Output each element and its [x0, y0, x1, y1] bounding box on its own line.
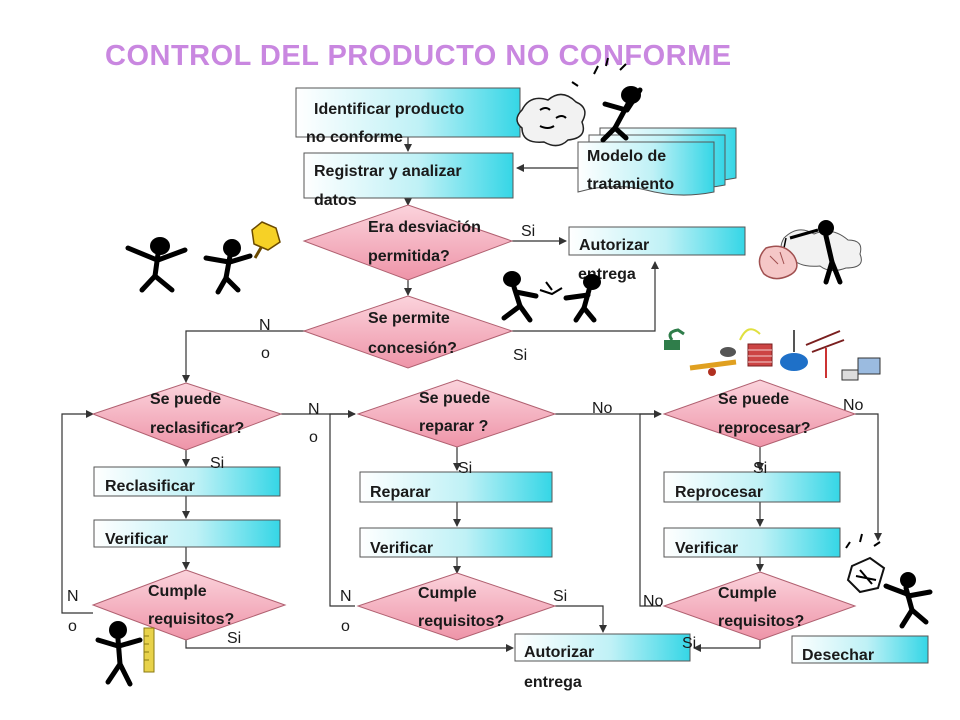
- box-registrar: Registrar y analizar datos: [303, 152, 514, 209]
- svg-text:Autorizar: Autorizar: [524, 644, 594, 661]
- svg-text:Cumple: Cumple: [418, 585, 477, 602]
- svg-text:No: No: [592, 400, 613, 417]
- svg-text:no conforme: no conforme: [306, 129, 403, 146]
- decision-cumple-3: Cumple requisitos?: [662, 571, 857, 641]
- box-verificar-1: Verificar: [93, 519, 281, 548]
- box-modelo-tratamiento: Modelo de tratamiento: [577, 127, 737, 196]
- box-verificar-2: Verificar: [359, 527, 553, 558]
- box-reclasificar: Reclasificar: [93, 466, 281, 497]
- svg-text:reclasificar?: reclasificar?: [150, 420, 244, 437]
- svg-text:o: o: [341, 618, 350, 635]
- svg-text:Se permite: Se permite: [368, 310, 450, 327]
- box-autorizar-bottom: Autorizar entrega: [514, 633, 691, 691]
- decision-reprocesar: Se puede reprocesar?: [662, 379, 857, 448]
- svg-text:Si: Si: [513, 347, 527, 364]
- svg-text:concesión?: concesión?: [368, 340, 457, 357]
- svg-text:No: No: [643, 593, 664, 610]
- decision-cumple-1: Cumple requisitos?: [91, 569, 287, 641]
- svg-text:Si: Si: [227, 630, 241, 647]
- svg-text:entrega: entrega: [524, 674, 582, 691]
- svg-text:Identificar producto: Identificar producto: [314, 101, 464, 118]
- svg-text:o: o: [261, 345, 270, 362]
- decision-desviacion: Era desviación permitida?: [302, 204, 514, 281]
- box-identificar: Identificar producto no conforme: [295, 87, 521, 146]
- connectors: [61, 137, 882, 652]
- svg-text:Cumple: Cumple: [718, 585, 777, 602]
- discard-figure-clipart: [845, 533, 933, 629]
- svg-text:Si: Si: [553, 588, 567, 605]
- svg-text:Verificar: Verificar: [675, 540, 738, 557]
- answer-labels: Si Si N o Si N o Si No Si No N o Si N o …: [67, 223, 864, 652]
- svg-text:Si: Si: [753, 460, 767, 477]
- confused-figure-clipart: [516, 57, 643, 147]
- svg-text:reprocesar?: reprocesar?: [718, 420, 811, 437]
- measuring-figure-clipart: [95, 621, 155, 687]
- svg-text:Verificar: Verificar: [105, 531, 168, 548]
- handover-figures-clipart: [501, 271, 601, 323]
- page-title: CONTROL DEL PRODUCTO NO CONFORME: [105, 40, 732, 72]
- svg-text:Cumple: Cumple: [148, 583, 207, 600]
- box-desechar: Desechar: [791, 635, 929, 664]
- svg-text:N: N: [340, 588, 352, 605]
- svg-text:tratamiento: tratamiento: [587, 176, 674, 193]
- svg-text:No: No: [843, 397, 864, 414]
- svg-text:Modelo de: Modelo de: [587, 148, 666, 165]
- svg-text:Era desviación: Era desviación: [368, 219, 481, 236]
- svg-text:requisitos?: requisitos?: [148, 611, 234, 628]
- svg-text:N: N: [259, 317, 271, 334]
- svg-text:Reparar: Reparar: [370, 484, 430, 501]
- stork-delivery-clipart: [758, 220, 862, 285]
- svg-text:Si: Si: [682, 635, 696, 652]
- svg-text:permitida?: permitida?: [368, 248, 450, 265]
- decision-cumple-2: Cumple requisitos?: [356, 572, 557, 641]
- decision-reparar: Se puede reparar ?: [356, 379, 557, 448]
- svg-text:Se puede: Se puede: [718, 391, 789, 408]
- arguing-figures-clipart: [125, 221, 281, 295]
- decision-concesion: Se permite concesión?: [302, 295, 514, 369]
- machinery-clipart: [664, 328, 881, 381]
- svg-text:reparar ?: reparar ?: [419, 418, 488, 435]
- svg-text:datos: datos: [314, 192, 357, 209]
- svg-text:Reprocesar: Reprocesar: [675, 484, 763, 501]
- svg-text:Verificar: Verificar: [370, 540, 433, 557]
- svg-text:Autorizar: Autorizar: [579, 237, 649, 254]
- svg-text:requisitos?: requisitos?: [418, 613, 504, 630]
- box-verificar-3: Verificar: [663, 527, 841, 558]
- svg-text:N: N: [308, 401, 320, 418]
- svg-text:requisitos?: requisitos?: [718, 613, 804, 630]
- box-autorizar-top: Autorizar entrega: [568, 226, 746, 283]
- svg-text:Reclasificar: Reclasificar: [105, 478, 195, 495]
- svg-text:Se puede: Se puede: [419, 390, 490, 407]
- svg-text:Registrar y analizar: Registrar y analizar: [314, 163, 462, 180]
- svg-text:N: N: [67, 588, 79, 605]
- svg-text:Se puede: Se puede: [150, 391, 221, 408]
- box-reparar: Reparar: [359, 471, 553, 503]
- decision-reclasificar: Se puede reclasificar?: [91, 382, 283, 451]
- svg-text:o: o: [309, 429, 318, 446]
- box-reprocesar: Reprocesar: [663, 471, 841, 503]
- svg-text:o: o: [68, 618, 77, 635]
- svg-text:Si: Si: [210, 455, 224, 472]
- svg-text:Si: Si: [521, 223, 535, 240]
- svg-text:Si: Si: [458, 460, 472, 477]
- svg-text:Desechar: Desechar: [802, 647, 874, 664]
